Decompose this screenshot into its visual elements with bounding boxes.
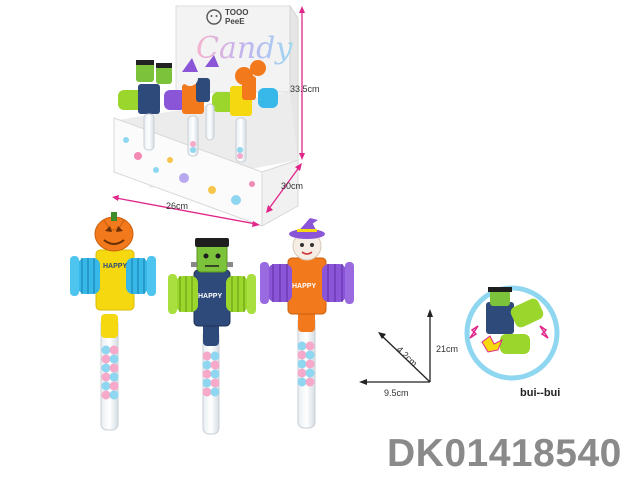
toy-dimension-axes: [359, 309, 433, 385]
toy-label: HAPPY: [292, 283, 316, 290]
toy-height-label: 21cm: [436, 344, 458, 354]
product-code: DK01418540: [387, 432, 622, 475]
box-toys: [118, 55, 278, 163]
box-depth-label: 30cm: [281, 181, 303, 191]
sound-text: bui--bui: [520, 387, 560, 399]
toy-label: HAPPY: [103, 263, 127, 270]
toy-width-label: 9.5cm: [384, 388, 409, 398]
toy-depth-label: 4.2cm: [395, 344, 420, 368]
box-height-label: 33.5cm: [290, 84, 320, 94]
brand-logo: TOOO PeeE: [206, 8, 248, 26]
box-width-label: 26cm: [166, 201, 188, 211]
sound-inset: [464, 285, 560, 381]
candy-balls: [202, 351, 220, 397]
toy-label: HAPPY: [198, 293, 222, 300]
toy-witch: HAPPY: [260, 218, 354, 429]
box-dimension-lines: [112, 6, 305, 227]
candy-balls: [297, 341, 315, 387]
candy-balls: [101, 345, 119, 400]
logo-line2: PeeE: [225, 17, 245, 26]
toy-pumpkin: HAPPY: [70, 212, 156, 431]
toy-frankenstein: HAPPY: [168, 238, 256, 435]
logo-line1: TOOO: [225, 8, 248, 17]
